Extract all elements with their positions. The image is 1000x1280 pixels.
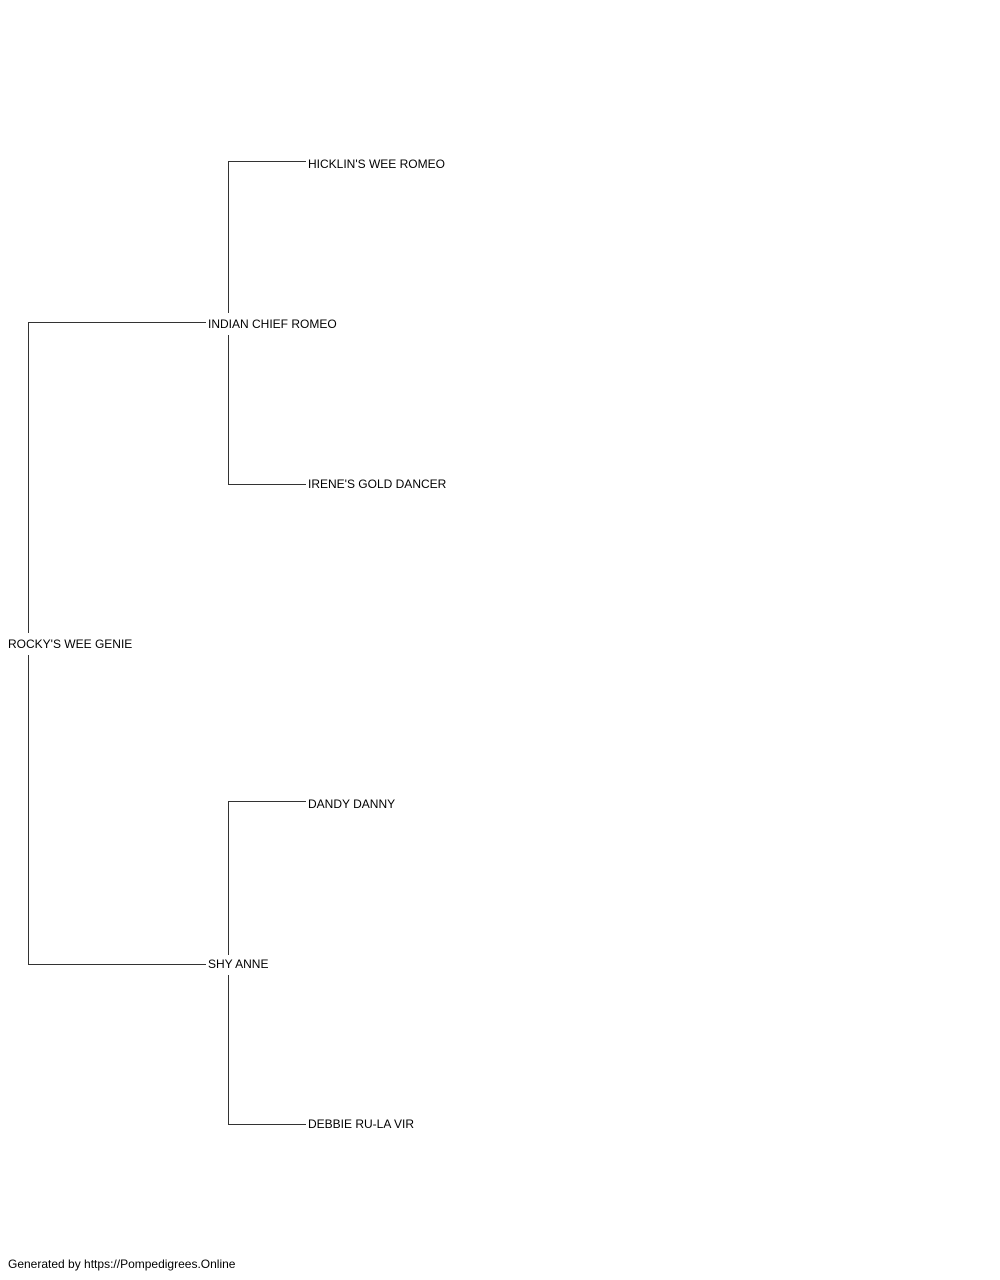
dam-name: SHY ANNE xyxy=(208,957,269,971)
dam-dam-name: DEBBIE RU-LA VIR xyxy=(308,1117,415,1131)
connector-dam-dam xyxy=(228,975,306,1125)
subject-name: ROCKY'S WEE GENIE xyxy=(8,637,133,651)
sire-sire-name: HICKLIN'S WEE ROMEO xyxy=(308,157,445,171)
sire-name: INDIAN CHIEF ROMEO xyxy=(208,317,337,331)
connector-sire-dam xyxy=(228,335,306,485)
connector-subject-sire xyxy=(28,322,206,633)
connector-subject-dam xyxy=(28,655,206,965)
footer-credit: Generated by https://Pompedigrees.Online xyxy=(8,1257,236,1271)
connector-dam-sire xyxy=(228,801,306,955)
dam-sire-name: DANDY DANNY xyxy=(308,797,396,811)
connector-sire-sire xyxy=(228,161,306,313)
sire-dam-name: IRENE'S GOLD DANCER xyxy=(308,477,447,491)
